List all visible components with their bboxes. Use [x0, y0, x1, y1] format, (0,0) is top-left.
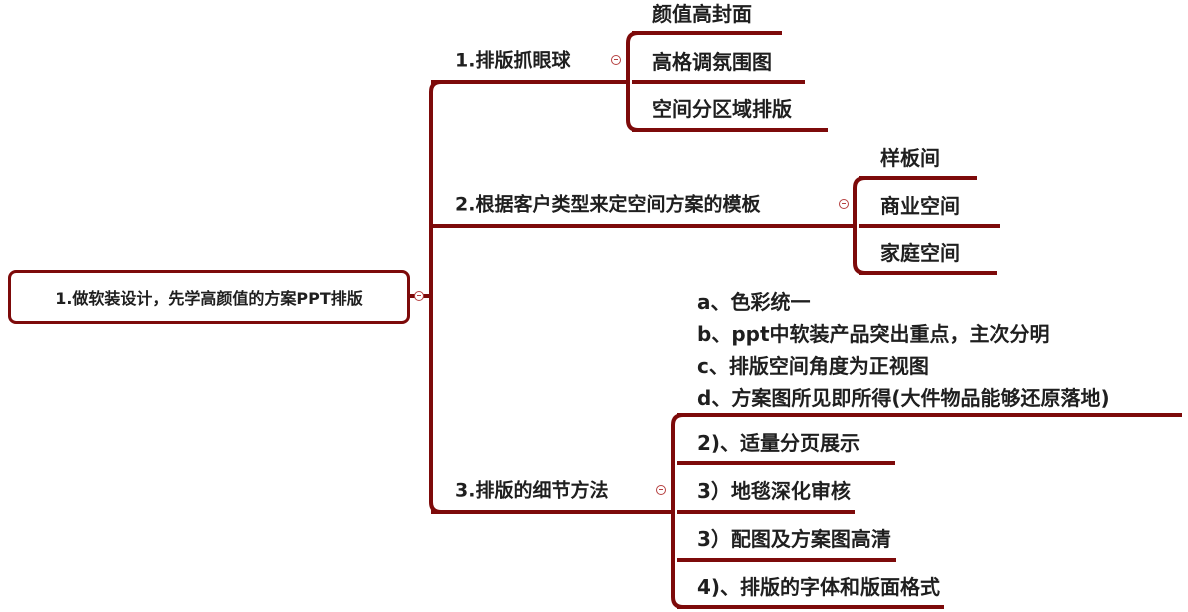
subtopic[interactable]: 2)、适量分页展示 — [697, 431, 861, 455]
branch-2-topic[interactable]: 2.根据客户类型来定空间方案的模板 — [455, 193, 761, 216]
collapse-icon[interactable] — [611, 55, 621, 65]
subtopic[interactable]: 家庭空间 — [880, 241, 960, 265]
subtopic[interactable]: 3）配图及方案图高清 — [697, 527, 891, 551]
main-trunk — [429, 80, 442, 514]
detail-line: c、排版空间角度为正视图 — [697, 354, 929, 378]
detail-line: a、色彩统一 — [697, 290, 811, 314]
detail-subtopic[interactable]: a、色彩统一 b、ppt中软装产品突出重点，主次分明 c、排版空间角度为正视图 … — [697, 286, 1110, 414]
detail-line: b、ppt中软装产品突出重点，主次分明 — [697, 322, 1050, 346]
root-label: 1.做软装设计，先学高颜值的方案PPT排版 — [55, 289, 363, 308]
subtopic[interactable]: 商业空间 — [880, 194, 960, 218]
collapse-icon[interactable] — [656, 485, 666, 495]
subtopic[interactable]: 空间分区域排版 — [652, 97, 792, 121]
root-topic[interactable]: 1.做软装设计，先学高颜值的方案PPT排版 — [8, 270, 410, 324]
collapse-icon[interactable] — [839, 199, 849, 209]
branch-1-topic[interactable]: 1.排版抓眼球 — [455, 49, 571, 72]
branch-3-topic[interactable]: 3.排版的细节方法 — [455, 479, 609, 502]
subtopic[interactable]: 高格调氛围图 — [652, 50, 772, 74]
subtopic[interactable]: 颜值高封面 — [652, 2, 752, 26]
collapse-icon[interactable] — [414, 291, 424, 301]
subtopic[interactable]: 样板间 — [880, 146, 940, 170]
subtopic[interactable]: 4)、排版的字体和版面格式 — [697, 575, 941, 599]
detail-line: d、方案图所见即所得(大件物品能够还原落地) — [697, 386, 1110, 410]
subtopic[interactable]: 3）地毯深化审核 — [697, 479, 851, 503]
